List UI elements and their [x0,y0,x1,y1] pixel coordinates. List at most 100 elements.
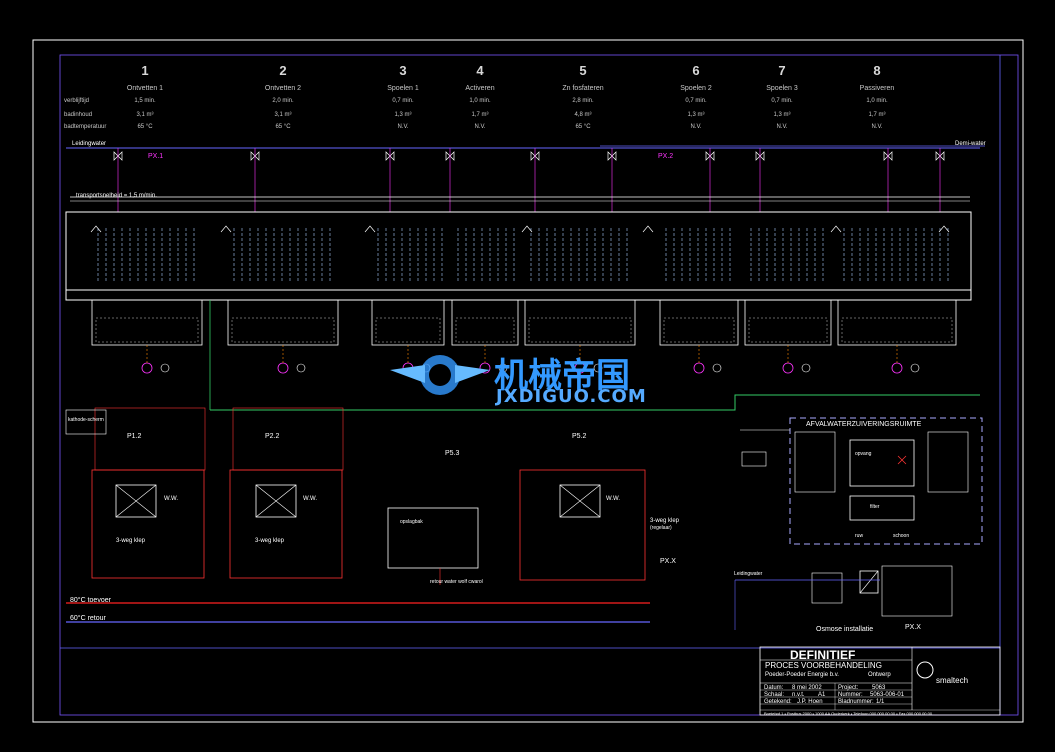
project-val: 5063 [872,685,886,691]
pump-icon [891,362,903,374]
gauge-icon [801,363,811,373]
valve-icon [755,151,765,161]
bath-tank [744,299,832,346]
leidingwater2-label: Leidingwater [734,571,763,577]
schaal-val: n.v.t. [792,692,805,698]
outer-frame [32,39,1024,723]
nozzle-icon [642,225,654,233]
stage-temp: N.V. [397,124,409,130]
p12-label: P1.2 [127,433,142,440]
bath-tank [371,299,445,346]
stage-volume: 1,3 m³ [687,112,705,118]
supply-label: 80°C toevoer [70,597,111,604]
stage-volume: 3,1 m³ [274,112,292,118]
stage-number: 8 [873,63,881,78]
gauge-icon [296,363,306,373]
valve-icon [935,151,945,161]
tank-level [528,317,632,343]
pump-icon [693,362,705,374]
p52-label: P5.2 [572,433,587,440]
blad-val: 1/1 [876,699,885,705]
ruw-label: ruw [855,533,864,539]
spray-nozzles [90,225,950,282]
stage-number: 4 [476,63,484,78]
stage-number: 6 [692,63,700,78]
getekend-lbl: Getekend: [764,699,792,705]
stage-volume: 1,7 m³ [471,112,489,118]
status-label: DEFINITIEF [790,648,856,662]
bath-tank [659,299,739,346]
stage-time: 1,0 min. [866,98,888,104]
stage-time: 2,8 min. [572,98,594,104]
nummer-lbl: Nummer: [838,692,863,698]
tank-level [231,317,335,343]
nozzle-icon [938,225,950,233]
pump-icon [277,362,289,374]
stage-name: Spoelen 2 [680,85,712,92]
stage-name: Zn fosfateren [562,85,604,92]
datum-lbl: Datum: [764,685,784,691]
tank-level [841,317,953,343]
drawing-title: PROCES VOORBEHANDELING [765,661,882,670]
valve-icon [445,151,455,161]
ww-label-2: W.W. [303,496,317,502]
afvalwater-label: AFVALWATERZUIVERINGSRUIMTE [806,421,922,428]
row-label-temp: badtemperatuur [64,124,107,130]
gauge-icon [160,363,170,373]
inner-frame [59,54,1019,716]
bath-tanks [91,299,957,346]
kathode-box [65,409,107,435]
top-valves [113,148,945,212]
bath-tank [91,299,203,346]
blad-lbl: Bladnummer: [838,699,874,705]
watermark-logo-icon [390,355,490,395]
nozzle-icon [220,225,232,233]
stage-volume: 1,3 m³ [394,112,412,118]
stage-volume: 4,8 m³ [574,112,592,118]
p22-label: P2.2 [265,433,280,440]
stage-number: 7 [778,63,786,78]
schoon-label: schoon [893,533,910,539]
formaat-val: A1 [818,692,826,698]
tank-level [375,317,441,343]
stage-temp: N.V. [474,124,486,130]
transport-label: transportsnelheid = 1,5 m/min. [76,193,157,199]
stage-temp: N.V. [776,124,788,130]
rww-label: retour water wolf cwarol [430,579,483,585]
row-label-time: verblijftijd [64,98,90,104]
nozzle-icon [521,225,533,233]
valve-icon [113,151,123,161]
footer-text: Boetehof 1 • Postbus 2000 • 1000 AA Oude… [764,711,933,716]
nozzle-icon [830,225,842,233]
bath-tank [227,299,339,346]
valve-icon [250,151,260,161]
valve-icon [530,151,540,161]
stage-name: Spoelen 3 [766,85,798,92]
stage-number: 2 [279,63,287,78]
bath-tank [451,299,519,346]
valve-icon [385,151,395,161]
opslag-tank [387,507,479,569]
stage-time: 0,7 min. [685,98,707,104]
stage-number: 3 [399,63,407,78]
tank-level [748,317,828,343]
opvang-label: opvang [855,451,872,457]
stage-temp: 65 °C [137,124,153,130]
stage-time: 2,0 min. [272,98,294,104]
driewegklep-label-1: 3-weg klep [116,538,146,544]
stage-volume: 3,1 m³ [136,112,154,118]
pump-icon [141,362,153,374]
project-lbl: Project: [838,685,859,691]
return-label: 60°C retour [70,615,106,622]
stage-volume: 1,7 m³ [868,112,886,118]
tunnel-housing [65,211,972,291]
pxx-label-2: PX.X [905,624,921,631]
nummer-val: 5063-006-01 [870,692,905,698]
bath-tank [837,299,957,346]
getekend-val: J.P. Hoen [797,699,823,705]
tank-level [663,317,735,343]
valve-icon [883,151,893,161]
px2-label: PX.2 [658,153,674,160]
gauge-icon [712,363,722,373]
